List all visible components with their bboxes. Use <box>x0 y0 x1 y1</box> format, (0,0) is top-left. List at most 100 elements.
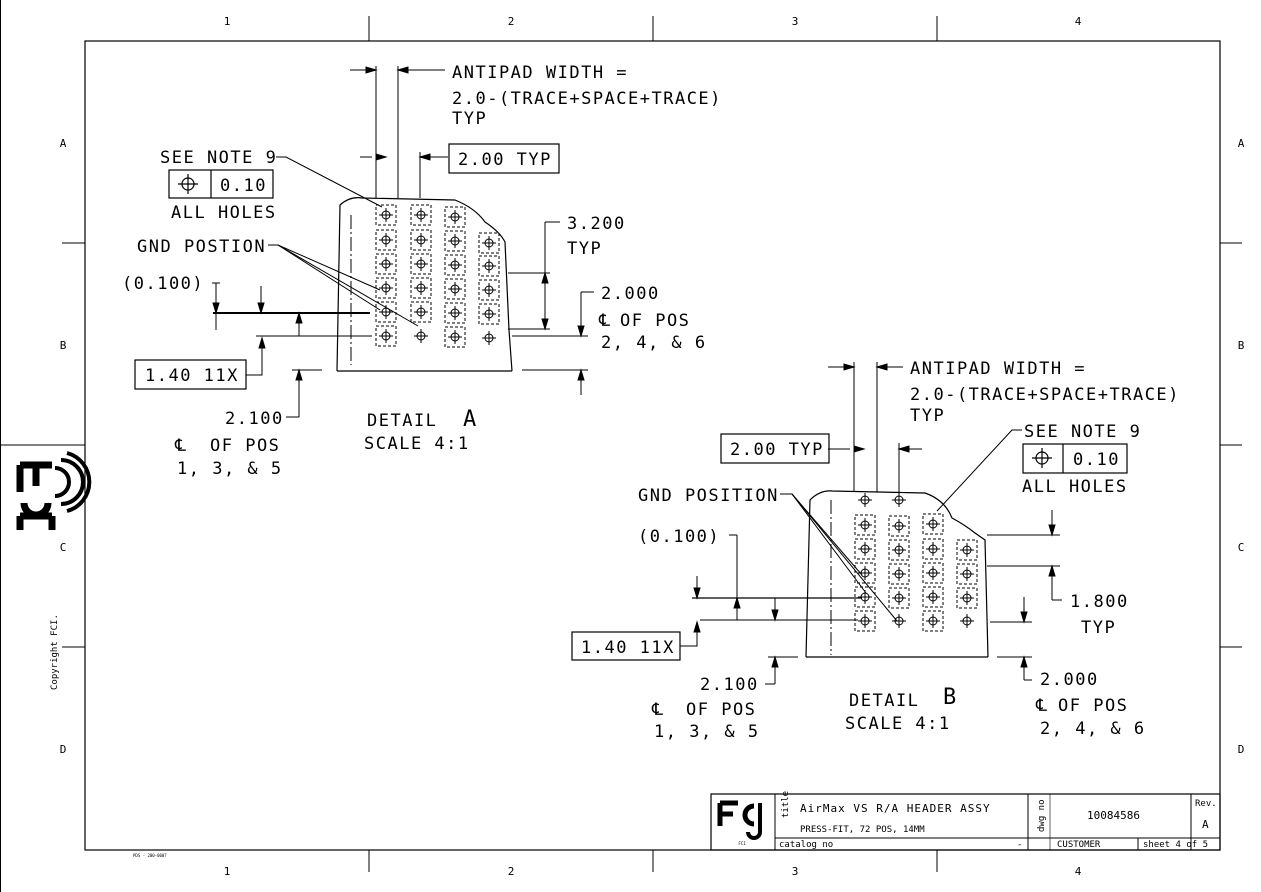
antipad-outline <box>478 255 500 277</box>
form-code: PDS - 200-0007 <box>133 853 167 858</box>
antipad-outline <box>922 538 944 560</box>
b-cl-pos-even: OF POS <box>1058 696 1128 716</box>
b-antipad-line2: 2.0-(TRACE+SPACE+TRACE) <box>910 385 1180 405</box>
a-tolerance-value: 0.10 <box>220 176 267 196</box>
antipad-outline <box>922 562 944 584</box>
antipad-outline <box>444 302 466 324</box>
b-pos-odd: 1, 3, & 5 <box>654 722 760 742</box>
a-dim-3200: 3.200 <box>567 214 626 234</box>
b-detail-letter: B <box>943 685 958 710</box>
antipad-outline <box>375 253 397 275</box>
antipad-outline <box>478 279 500 301</box>
zone-row-c: C <box>60 541 67 554</box>
customer-label: CUSTOMER <box>1057 840 1101 850</box>
b-dim-1800-typ: TYP <box>1081 618 1116 638</box>
b-pitch-dim: 2.00 TYP <box>730 440 824 460</box>
antipad-outline <box>444 206 466 228</box>
catalog-value: - <box>1017 840 1022 850</box>
antipad-outline <box>410 204 432 226</box>
antipad-outline <box>375 229 397 251</box>
b-detail-title: DETAIL <box>849 691 919 711</box>
zone-row-a-right: A <box>1238 137 1245 150</box>
a-cl-pos-even: OF POS <box>620 311 690 331</box>
antipad-outline <box>410 277 432 299</box>
antipad-outline <box>956 563 978 585</box>
antipad-outline <box>854 586 876 608</box>
a-pitch-dim: 2.00 TYP <box>458 150 552 170</box>
zone-col-2-bottom: 2 <box>508 865 515 878</box>
dwg-no-label: dwg no <box>1037 799 1047 832</box>
antipad-outline <box>854 538 876 560</box>
a-detail-letter: A <box>463 407 478 432</box>
title-block-logo: FCI <box>717 800 762 846</box>
b-ref-dim: (0.100) <box>638 527 720 547</box>
detail-a <box>134 66 594 418</box>
zone-col-1: 1 <box>224 15 231 28</box>
a-dim-3200-typ: TYP <box>567 239 602 259</box>
a-centerline-icon: ℄ <box>598 311 611 331</box>
position-tolerance-icon-b <box>1031 447 1053 469</box>
b-tolerance-value: 0.10 <box>1073 450 1120 470</box>
a-antipad-line3: TYP <box>452 109 487 129</box>
rev-label: Rev. <box>1195 799 1217 809</box>
antipad-outline <box>410 301 432 323</box>
a-dim-2000: 2.000 <box>601 284 660 304</box>
antipad-outline <box>444 278 466 300</box>
title-block <box>710 793 1221 851</box>
title-line2: PRESS-FIT, 72 POS, 14MM <box>800 825 925 835</box>
b-dim-1800: 1.800 <box>1070 592 1129 612</box>
antipad-outline <box>375 325 397 347</box>
b-dim-2000: 2.000 <box>1040 670 1099 690</box>
antipad-outline <box>854 562 876 584</box>
antipad-outline <box>410 253 432 275</box>
antipad-outline <box>956 587 978 609</box>
a-all-holes: ALL HOLES <box>171 203 277 223</box>
b-antipad-line3: TYP <box>910 406 945 426</box>
antipad-outline <box>922 513 944 535</box>
a-see-note: SEE NOTE 9 <box>160 148 277 168</box>
zone-col-4: 4 <box>1075 15 1082 28</box>
antipad-outline <box>444 230 466 252</box>
b-centerline-icon: ℄ <box>651 700 664 720</box>
zone-col-2: 2 <box>508 15 515 28</box>
a-scale: SCALE 4:1 <box>364 434 470 454</box>
zone-col-1-bottom: 1 <box>224 865 231 878</box>
antipad-outline <box>410 229 432 251</box>
antipad-outline <box>375 204 397 226</box>
detail-b-holes <box>854 493 978 632</box>
b-antipad-line1: ANTIPAD WIDTH = <box>910 359 1086 379</box>
title-logo-text: FCI <box>738 841 746 846</box>
antipad-outline <box>922 586 944 608</box>
sheet-number: sheet 4 of 5 <box>1143 840 1208 850</box>
fci-logo-icon <box>16 451 92 530</box>
title-block-text: title AirMax VS R/A HEADER ASSY PRESS-FI… <box>779 791 1217 850</box>
antipad-outline <box>478 303 500 325</box>
rev-value: A <box>1202 818 1209 831</box>
detail-b-labels: ANTIPAD WIDTH = 2.0-(TRACE+SPACE+TRACE) … <box>581 359 1180 742</box>
zone-row-d-right: D <box>1238 743 1245 756</box>
a-hole-dia: 1.40 11X <box>145 366 239 386</box>
title-field-label: title <box>781 791 791 818</box>
a-cl-pos-odd: OF POS <box>210 436 280 456</box>
a-pos-even: 2, 4, & 6 <box>601 333 707 353</box>
catalog-label: catalog no <box>779 840 833 850</box>
a-detail-title: DETAIL <box>367 411 437 431</box>
b-dim-2100: 2.100 <box>700 675 759 695</box>
a-ref-dim: (0.100) <box>122 274 204 294</box>
a-dim-2100: 2.100 <box>225 409 284 429</box>
b-centerline-icon-2: ℄ <box>1035 696 1048 716</box>
copyright-text: Copyright FCI. <box>50 614 60 690</box>
antipad-outline <box>888 563 910 585</box>
antipad-outline <box>922 610 944 632</box>
b-scale: SCALE 4:1 <box>845 714 951 734</box>
antipad-outline <box>478 232 500 254</box>
antipad-outline <box>854 514 876 536</box>
zone-col-4-bottom: 4 <box>1075 865 1082 878</box>
b-hole-dia: 1.40 11X <box>581 638 675 658</box>
zone-row-a: A <box>60 137 67 150</box>
b-gnd-label: GND POSITION <box>638 486 779 506</box>
antipad-outline <box>888 587 910 609</box>
zone-col-3: 3 <box>792 15 799 28</box>
detail-a-holes <box>375 204 500 348</box>
